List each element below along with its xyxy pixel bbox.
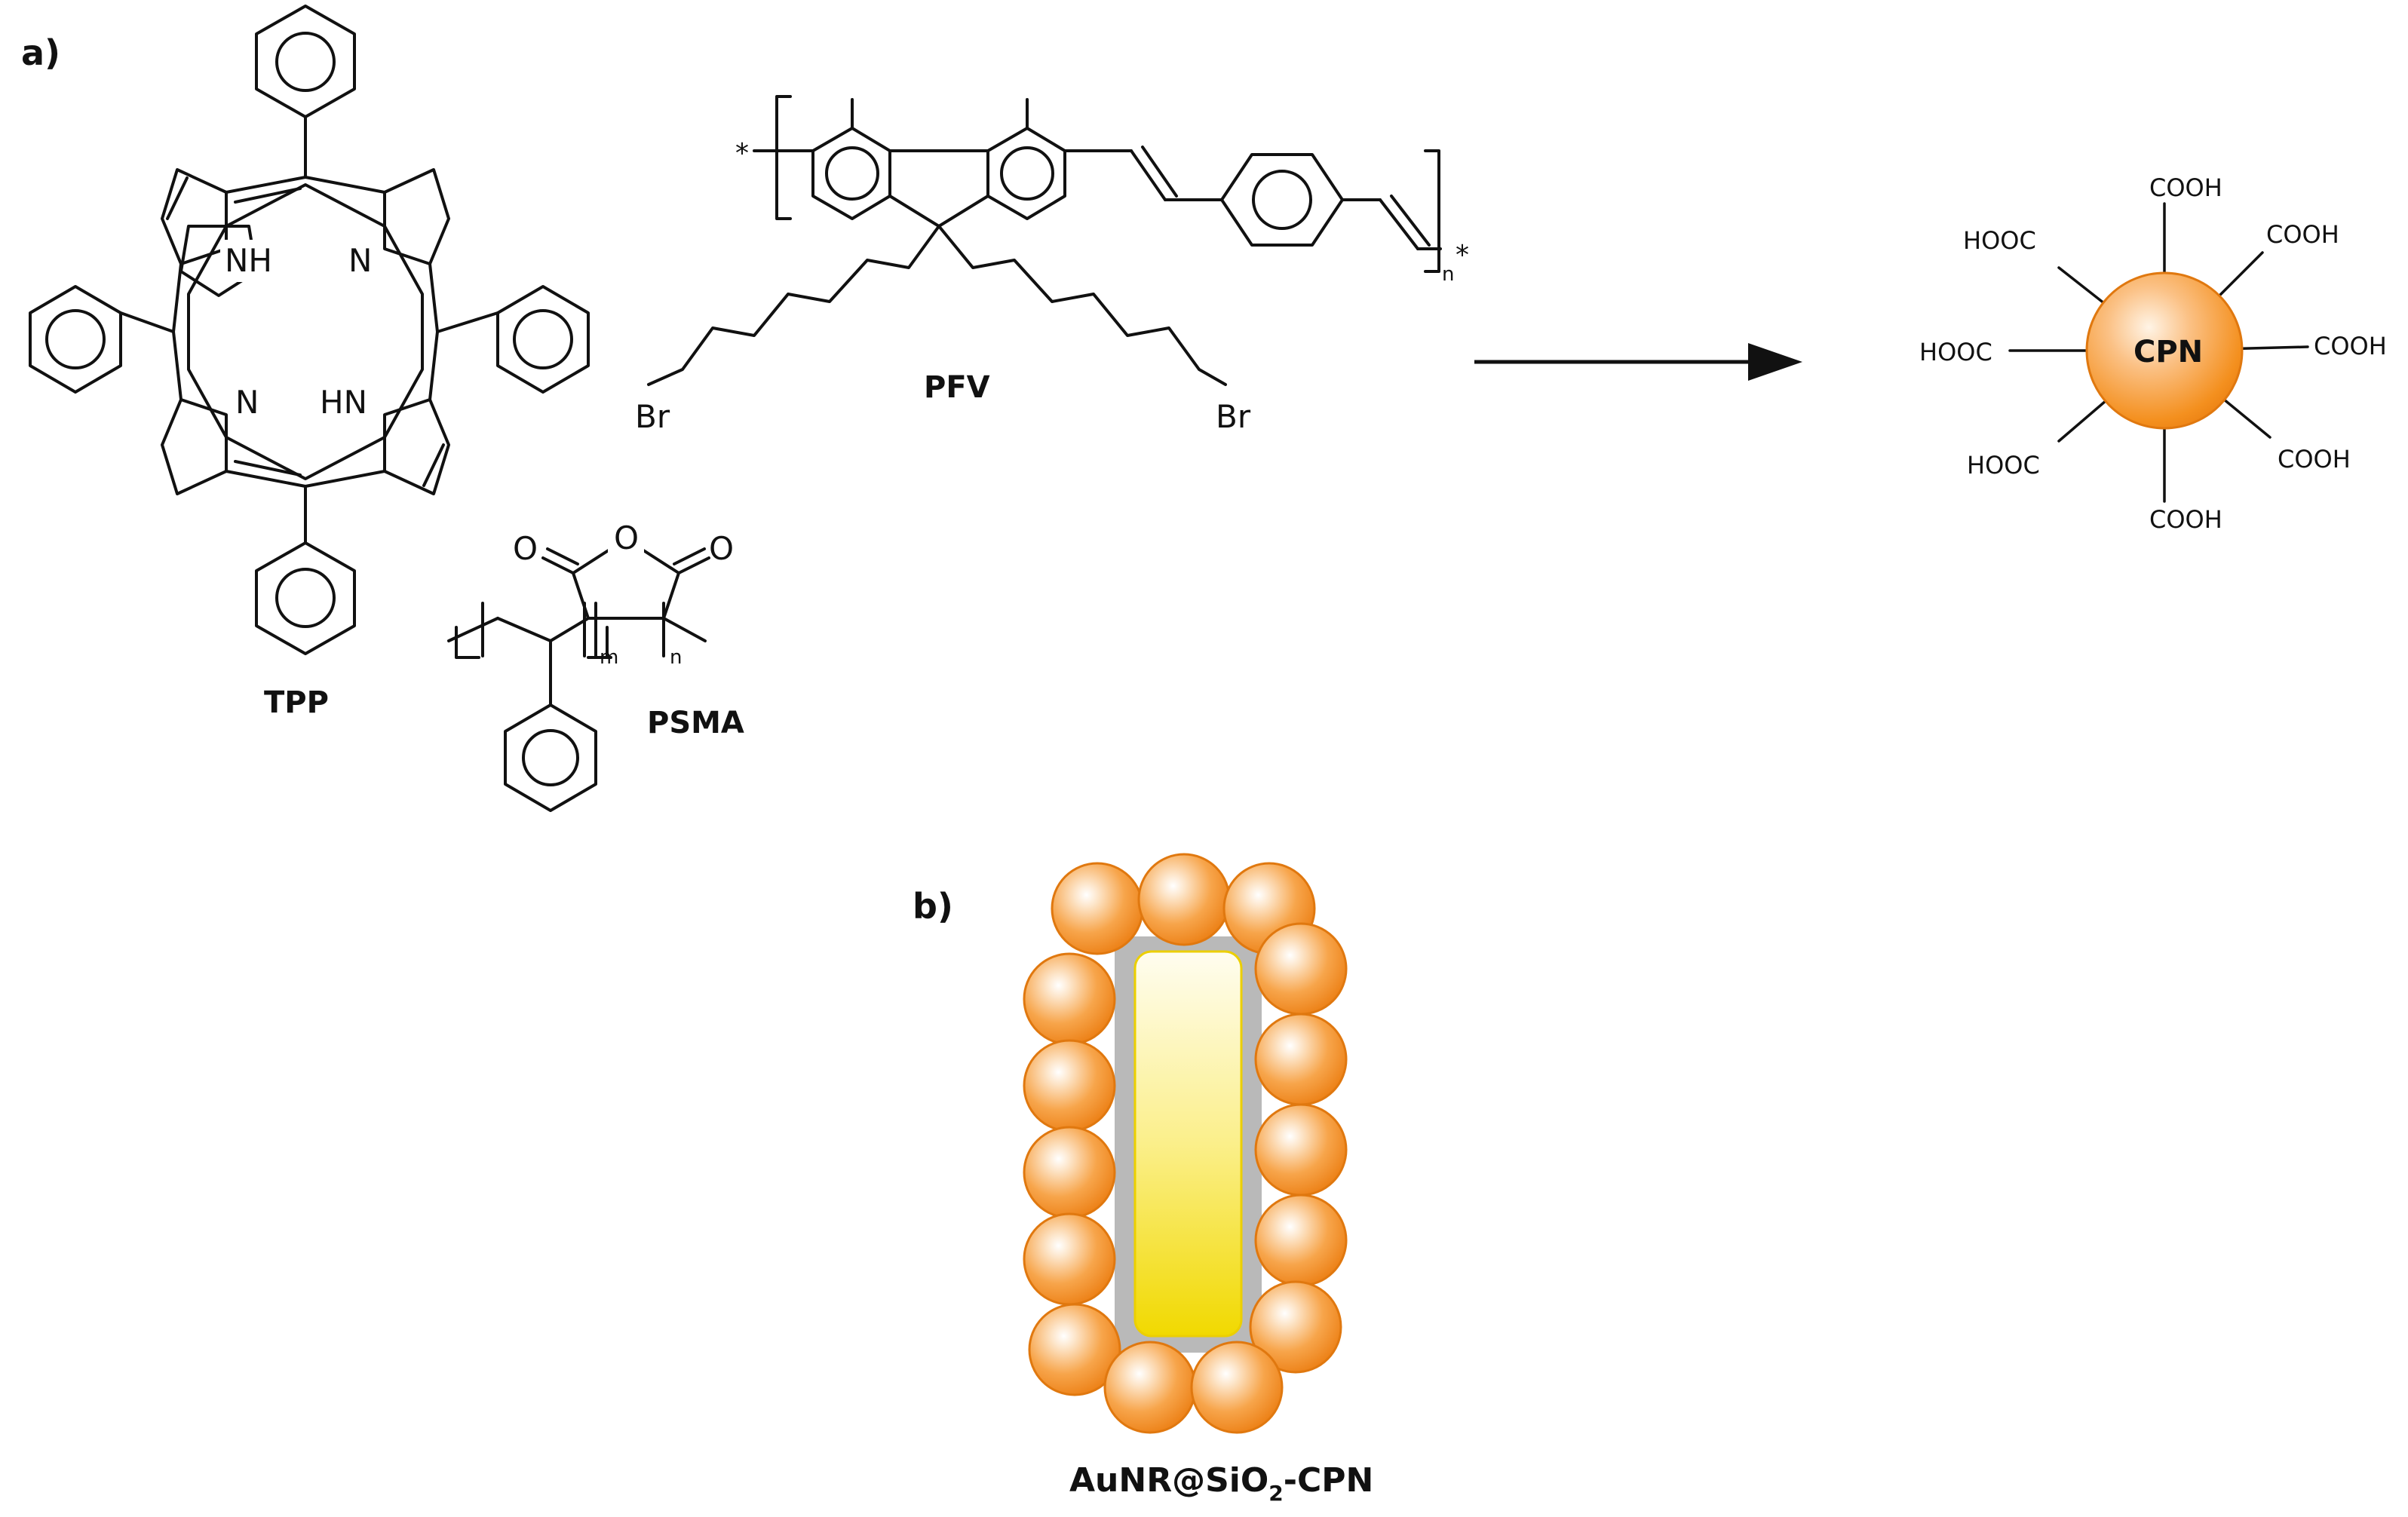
- pfv-n-subscript: n: [1442, 263, 1454, 286]
- psma-n-subscript: n: [670, 646, 682, 669]
- cpn-bead-layer: [1023, 853, 1348, 1434]
- psma-o-left: O: [513, 530, 538, 567]
- tpp-nh-label: NH: [225, 242, 272, 279]
- cpn-bead: [1249, 1280, 1342, 1374]
- cpn-bead: [1028, 1303, 1121, 1396]
- cpn-bead: [1254, 1103, 1348, 1197]
- cpn-label: CPN: [2133, 335, 2203, 369]
- pfv-star-left: *: [735, 138, 749, 169]
- cpn-group-top-right: COOH: [2266, 220, 2339, 249]
- pfv-star-right: *: [1456, 240, 1469, 271]
- cpn-bead: [1254, 1013, 1348, 1106]
- cpn-group-top: COOH: [2149, 173, 2222, 202]
- aunr-caption-subscript: 2: [1268, 1481, 1283, 1506]
- cpn-group-bottom-right: COOH: [2278, 445, 2351, 473]
- cpn-bead: [1051, 862, 1144, 955]
- cpn-group-bottom: COOH: [2149, 505, 2222, 534]
- cpn-bead: [1254, 922, 1348, 1016]
- tpp-n-label-top: N: [348, 242, 372, 279]
- psma-o-ring: O: [614, 519, 639, 556]
- cpn-bead: [1254, 1194, 1348, 1287]
- cpn-bead: [1023, 952, 1116, 1046]
- cpn-group-top-left: HOOC: [1963, 226, 2036, 255]
- pfv-structure: [647, 95, 1442, 386]
- cpn-bead: [1023, 1212, 1116, 1306]
- panel-b-label: b): [913, 886, 953, 927]
- cpn-bead: [1023, 1126, 1116, 1219]
- cpn-group-right: COOH: [2314, 332, 2387, 360]
- tpp-hn-label: HN: [320, 384, 367, 421]
- psma-o-right: O: [709, 530, 734, 567]
- tpp-n-label-bottom: N: [235, 384, 259, 421]
- pfv-br-left: Br: [635, 398, 670, 435]
- psma-structure: [447, 538, 710, 812]
- psma-m-subscript: m: [600, 646, 618, 669]
- reaction-arrow: [1474, 343, 1802, 381]
- tpp-structure: [29, 5, 590, 655]
- cpn-bead: [1137, 853, 1231, 946]
- cpn-bead: [1103, 1341, 1197, 1434]
- aunr-caption: AuNR@SiO2-CPN: [1069, 1461, 1373, 1506]
- panel-a-label: a): [21, 32, 60, 73]
- cpn-bead: [1190, 1341, 1284, 1434]
- tpp-name: TPP: [264, 685, 329, 720]
- cpn-bead: [1023, 1039, 1116, 1132]
- psma-name: PSMA: [647, 706, 744, 740]
- cpn-sphere: [2085, 271, 2244, 430]
- aunr-shell: [1115, 936, 1262, 1353]
- cpn-group-left: HOOC: [1919, 338, 1992, 366]
- aunr-caption-end: -CPN: [1284, 1461, 1374, 1500]
- aunr-caption-main: AuNR@SiO: [1069, 1461, 1268, 1500]
- cpn-group-bottom-left: HOOC: [1967, 451, 2040, 480]
- pfv-name: PFV: [924, 370, 990, 405]
- pfv-br-right: Br: [1216, 398, 1251, 435]
